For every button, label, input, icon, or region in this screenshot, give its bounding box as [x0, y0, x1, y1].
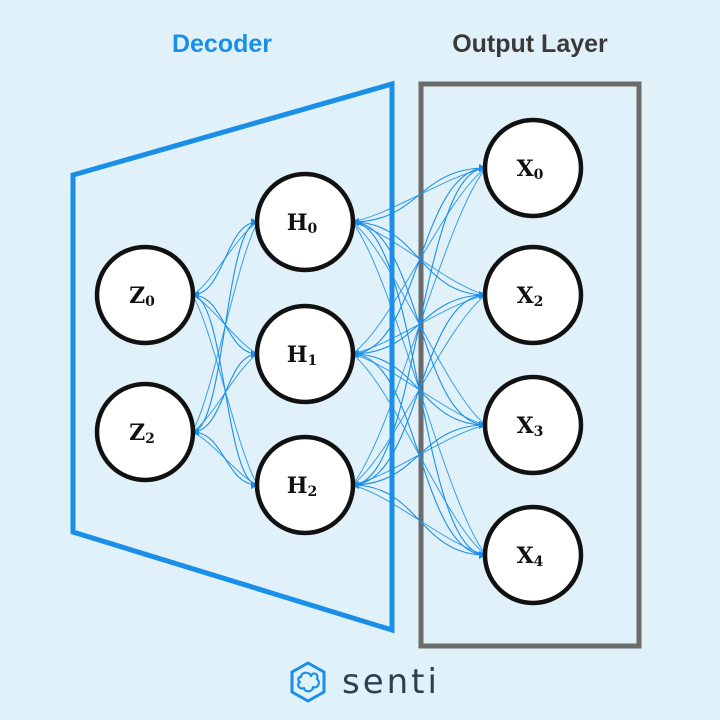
decoder-frame	[70, 80, 395, 634]
node-x0-subscript: 0	[534, 167, 544, 183]
node-x4: X4	[482, 504, 584, 606]
node-x2-circle	[482, 244, 584, 346]
node-x3-label: X3	[517, 413, 544, 440]
node-z0-circle	[94, 244, 196, 346]
node-h1-label: H1	[287, 342, 318, 369]
node-x4-circle	[482, 504, 584, 606]
node-h1-subscript: 1	[308, 353, 318, 369]
node-h1-letter: H	[287, 342, 308, 368]
edge-z2-h0-return	[191, 221, 259, 433]
node-x3-circle	[482, 374, 584, 476]
output-layer-title: Output Layer	[452, 30, 608, 58]
node-z2-circle	[94, 381, 196, 483]
node-h2-subscript: 2	[308, 484, 318, 500]
node-x3: X3	[482, 374, 584, 476]
node-z2: Z2	[94, 381, 196, 483]
node-h0: H0	[254, 171, 356, 273]
node-h2-circle	[254, 434, 356, 536]
node-x0-letter: X	[517, 156, 535, 182]
node-z0: Z0	[94, 244, 196, 346]
node-x4-label: X4	[517, 543, 544, 570]
node-h2: H2	[254, 434, 356, 536]
node-x3-letter: X	[517, 413, 535, 439]
decoder-title: Decoder	[171, 30, 273, 58]
node-h0-circle	[254, 171, 356, 273]
node-h0-subscript: 0	[308, 221, 318, 237]
node-x4-letter: X	[517, 543, 535, 569]
node-z2-letter: Z	[129, 420, 145, 446]
node-h0-letter: H	[287, 210, 308, 236]
node-h2-label: H2	[287, 473, 318, 500]
node-h0-label: H0	[287, 210, 318, 237]
node-x2-subscript: 2	[534, 294, 544, 310]
node-x2-letter: X	[517, 283, 535, 309]
edge-z2-h1-return	[191, 353, 259, 433]
node-h2-letter: H	[287, 473, 308, 499]
edge-z0-h0-return	[191, 221, 259, 296]
edge-h2-x3-return	[351, 424, 487, 486]
connection-edges	[191, 164, 487, 559]
node-z0-letter: Z	[129, 283, 145, 309]
edge-z2-h2-return	[191, 431, 259, 486]
node-z0-subscript: 0	[145, 294, 155, 310]
node-z0-label: Z0	[129, 283, 155, 310]
node-x0-label: X0	[517, 156, 544, 183]
node-x4-subscript: 4	[534, 554, 544, 570]
brand-logo: senti	[286, 658, 440, 706]
node-h1: H1	[254, 303, 356, 405]
brand-name: senti	[342, 662, 440, 702]
node-x3-subscript: 3	[534, 424, 544, 440]
node-h1-circle	[254, 303, 356, 405]
senti-logo-icon	[290, 661, 326, 703]
node-x0: X0	[482, 117, 584, 219]
edge-h2-x4-return	[351, 484, 487, 556]
node-z2-label: Z2	[129, 420, 155, 447]
node-x2: X2	[482, 244, 584, 346]
node-x2-label: X2	[517, 283, 544, 310]
node-x0-circle	[482, 117, 584, 219]
node-z2-subscript: 2	[145, 431, 155, 447]
